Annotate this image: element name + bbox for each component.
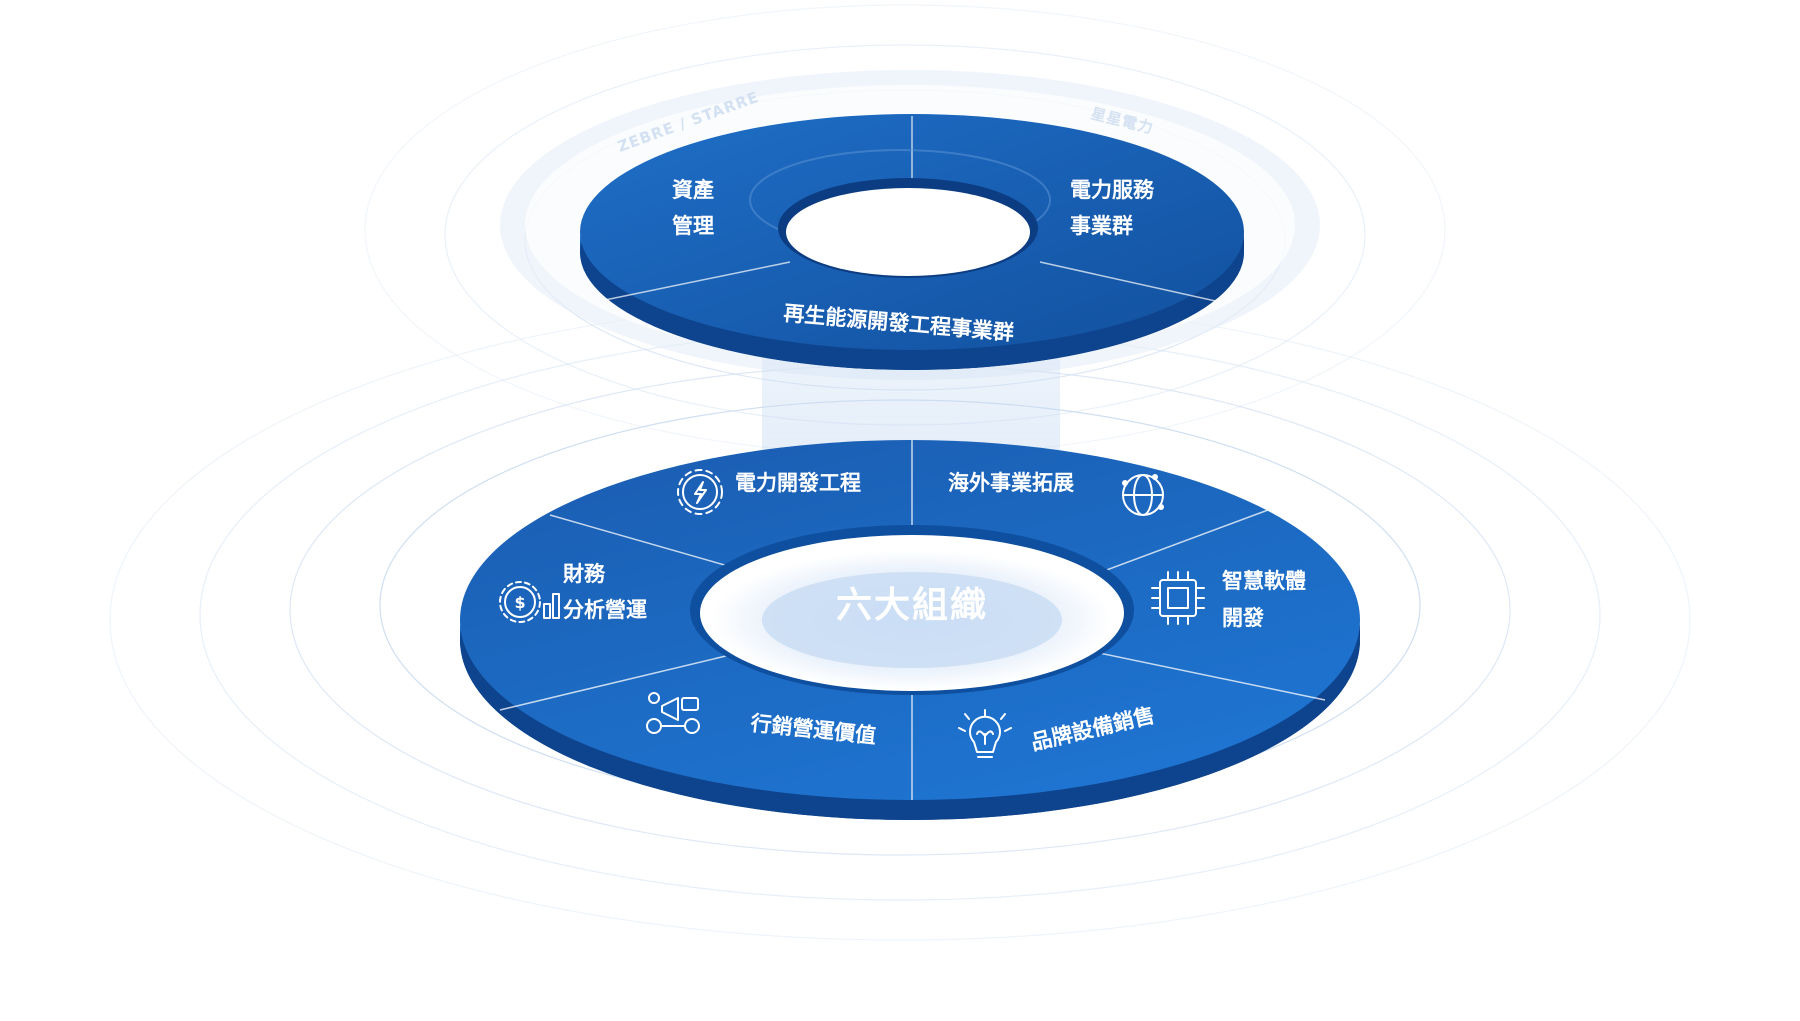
segment-label-line2: 分析營運 xyxy=(563,598,647,622)
segment-asset-management: 資產 管理 xyxy=(672,178,714,238)
chip-icon xyxy=(1151,571,1205,625)
segment-label-line2: 開發 xyxy=(1222,606,1264,630)
finance-gear-icon: $ xyxy=(499,581,560,623)
segment-label-line2: 事業群 xyxy=(1070,214,1133,238)
segment-overseas-expansion: 海外事業拓展 xyxy=(948,471,1164,516)
segment-smart-software: 智慧軟體 開發 xyxy=(1151,569,1306,630)
bottom-disc: 六大組織 電力開發工程 海外事業拓展 xyxy=(460,440,1360,820)
segment-power-services: 電力服務 事業群 xyxy=(1070,178,1155,238)
segment-label-line1: 財務 xyxy=(563,562,606,586)
svg-text:$: $ xyxy=(514,593,525,612)
segment-label-line1: 資產 xyxy=(672,178,714,202)
center-label: 六大組織 xyxy=(836,585,988,626)
megaphone-icon xyxy=(646,692,700,734)
lightning-gear-icon xyxy=(677,469,723,515)
segment-finance-operations: $ 財務 分析營運 xyxy=(499,562,647,623)
segment-label-line1: 電力服務 xyxy=(1070,178,1155,202)
segment-label-line2: 管理 xyxy=(672,214,714,238)
segment-power-engineering: 電力開發工程 xyxy=(677,469,861,515)
segment-label-line1: 智慧軟體 xyxy=(1222,569,1306,593)
lightbulb-icon xyxy=(958,709,1012,758)
globe-network-icon xyxy=(1122,474,1164,516)
segment-label: 海外事業拓展 xyxy=(948,471,1074,495)
segment-label: 電力開發工程 xyxy=(735,471,861,495)
top-disc: 資產 管理 電力服務 事業群 再生能源開發工程事業群 xyxy=(580,114,1244,370)
